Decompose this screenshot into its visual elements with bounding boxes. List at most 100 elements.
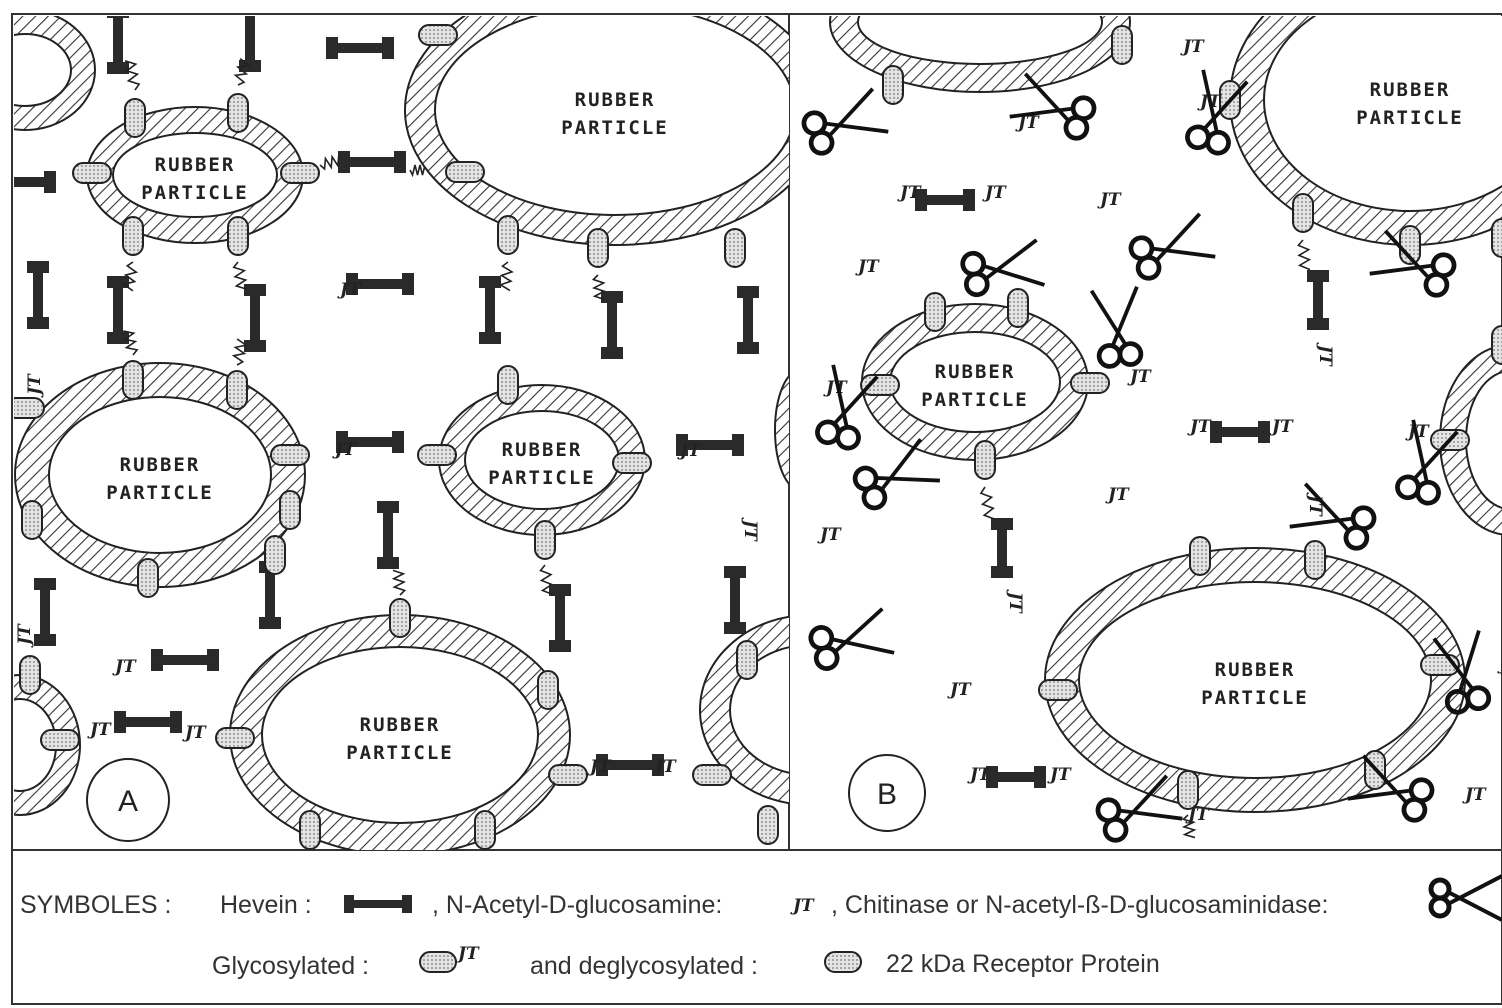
hevein-molecule <box>107 6 129 74</box>
hevein-end <box>963 189 975 211</box>
hevein-bar <box>245 8 255 68</box>
hevein-end <box>107 6 129 18</box>
rubber-particle: RUBBERPARTICLE <box>230 615 570 855</box>
hevein-end <box>27 261 49 273</box>
n-acetyl-glucosamine-icon: JT <box>855 257 880 277</box>
hevein-end <box>402 273 414 295</box>
hevein-end <box>392 431 404 453</box>
panel-a-label: A <box>87 759 169 841</box>
n-acetyl-glucosamine-icon: JT <box>740 517 760 542</box>
hevein-molecule <box>737 286 759 354</box>
receptor-protein <box>300 811 320 849</box>
hevein-bar <box>485 280 495 340</box>
hevein-molecule <box>326 37 394 59</box>
legend-chitinase-label: , Chitinase or N-acetyl-ß-D-glucosaminid… <box>831 891 1328 919</box>
hevein-end <box>170 711 182 733</box>
receptor-protein <box>1071 373 1109 393</box>
scissors-icon <box>961 240 1045 298</box>
hevein-end <box>382 37 394 59</box>
hevein-end <box>601 347 623 359</box>
receptor-protein <box>125 99 145 137</box>
receptor-protein <box>1008 289 1028 327</box>
particle-label-line2: PARTICLE <box>106 482 214 504</box>
hevein-molecule <box>27 261 49 329</box>
scissors-icon <box>1091 287 1143 368</box>
hevein-end <box>259 617 281 629</box>
hevein-bar <box>330 43 390 53</box>
hevein-molecule <box>377 501 399 569</box>
hevein-molecule <box>151 649 219 671</box>
scissors-icon <box>1127 214 1215 283</box>
receptor-protein <box>861 375 899 395</box>
n-acetyl-glucosamine-icon: JT <box>1462 785 1487 805</box>
rubber-particle: RUBBER PARTICLE <box>15 363 305 587</box>
hevein-molecule <box>915 189 975 211</box>
receptor-protein <box>498 366 518 404</box>
receptor-protein <box>498 216 518 254</box>
hevein-molecule <box>114 711 182 733</box>
receptor-protein <box>390 599 410 637</box>
legend-deglycosylated-label: and deglycosylated : <box>530 952 758 980</box>
hevein-end <box>207 649 219 671</box>
n-acetyl-glucosamine-icon: JT <box>1269 417 1294 437</box>
hevein-bar <box>33 265 43 325</box>
legend-glycosylated-label: Glycosylated : <box>212 952 369 980</box>
hevein-end <box>377 557 399 569</box>
hevein-end <box>114 711 126 733</box>
n-acetyl-glucosamine-icon: JT <box>112 657 137 677</box>
hevein-bar <box>40 582 50 642</box>
hevein-end <box>1307 270 1329 282</box>
receptor-protein <box>535 521 555 559</box>
hevein-molecule <box>244 284 266 352</box>
n-acetyl-glucosamine-icon: JT <box>1497 655 1502 675</box>
hevein-end <box>479 276 501 288</box>
particle-label-line1: RUBBER <box>502 439 583 461</box>
hevein-molecule <box>338 151 406 173</box>
n-acetyl-glucosamine-icon: JT <box>1187 417 1212 437</box>
particle-label-line1: RUBBER <box>1370 79 1451 101</box>
receptor-protein <box>1178 771 1198 809</box>
particle-label-line1: RUBBER <box>120 454 201 476</box>
svg-text:A: A <box>118 785 138 818</box>
legend-glycosylated-icon: JT <box>420 944 480 972</box>
hevein-bar <box>607 295 617 355</box>
hevein-molecule <box>479 276 501 344</box>
n-acetyl-glucosamine-icon: JT <box>15 623 35 648</box>
hevein-molecule <box>991 518 1013 578</box>
receptor-protein <box>588 229 608 267</box>
hevein-molecule <box>0 171 56 193</box>
particle-label-line2: PARTICLE <box>141 182 249 204</box>
n-acetyl-glucosamine-icon: JT <box>897 183 922 203</box>
n-acetyl-glucosamine-icon: JT <box>1180 37 1205 57</box>
receptor-protein <box>975 441 995 479</box>
hevein-bar <box>743 290 753 350</box>
receptor-protein <box>123 217 143 255</box>
particle-label-line1: RUBBER <box>1215 659 1296 681</box>
glycan-chain <box>410 165 425 175</box>
hevein-end <box>601 291 623 303</box>
scissors-icon <box>808 609 894 673</box>
receptor-protein <box>1492 326 1502 364</box>
receptor-protein <box>549 765 587 785</box>
panel-b-label: B <box>849 755 925 831</box>
receptor-protein <box>123 361 143 399</box>
hevein-end <box>737 342 759 354</box>
hevein-molecule <box>601 291 623 359</box>
receptor-protein <box>419 25 457 45</box>
receptor-protein <box>475 811 495 849</box>
hevein-bar <box>155 655 215 665</box>
hevein-bar <box>555 588 565 648</box>
n-acetyl-glucosamine-icon: JT <box>332 440 357 460</box>
n-acetyl-glucosamine-icon: JT <box>967 765 992 785</box>
hevein-end <box>244 284 266 296</box>
n-acetyl-glucosamine-icon: JT <box>1097 190 1122 210</box>
receptor-protein <box>228 217 248 255</box>
n-acetyl-glucosamine-icon: JT <box>25 373 45 398</box>
hevein-end <box>724 566 746 578</box>
hevein-end <box>479 332 501 344</box>
hevein-end <box>737 286 759 298</box>
svg-text:B: B <box>877 778 897 811</box>
hevein-end <box>34 634 56 646</box>
hevein-molecule <box>986 766 1046 788</box>
